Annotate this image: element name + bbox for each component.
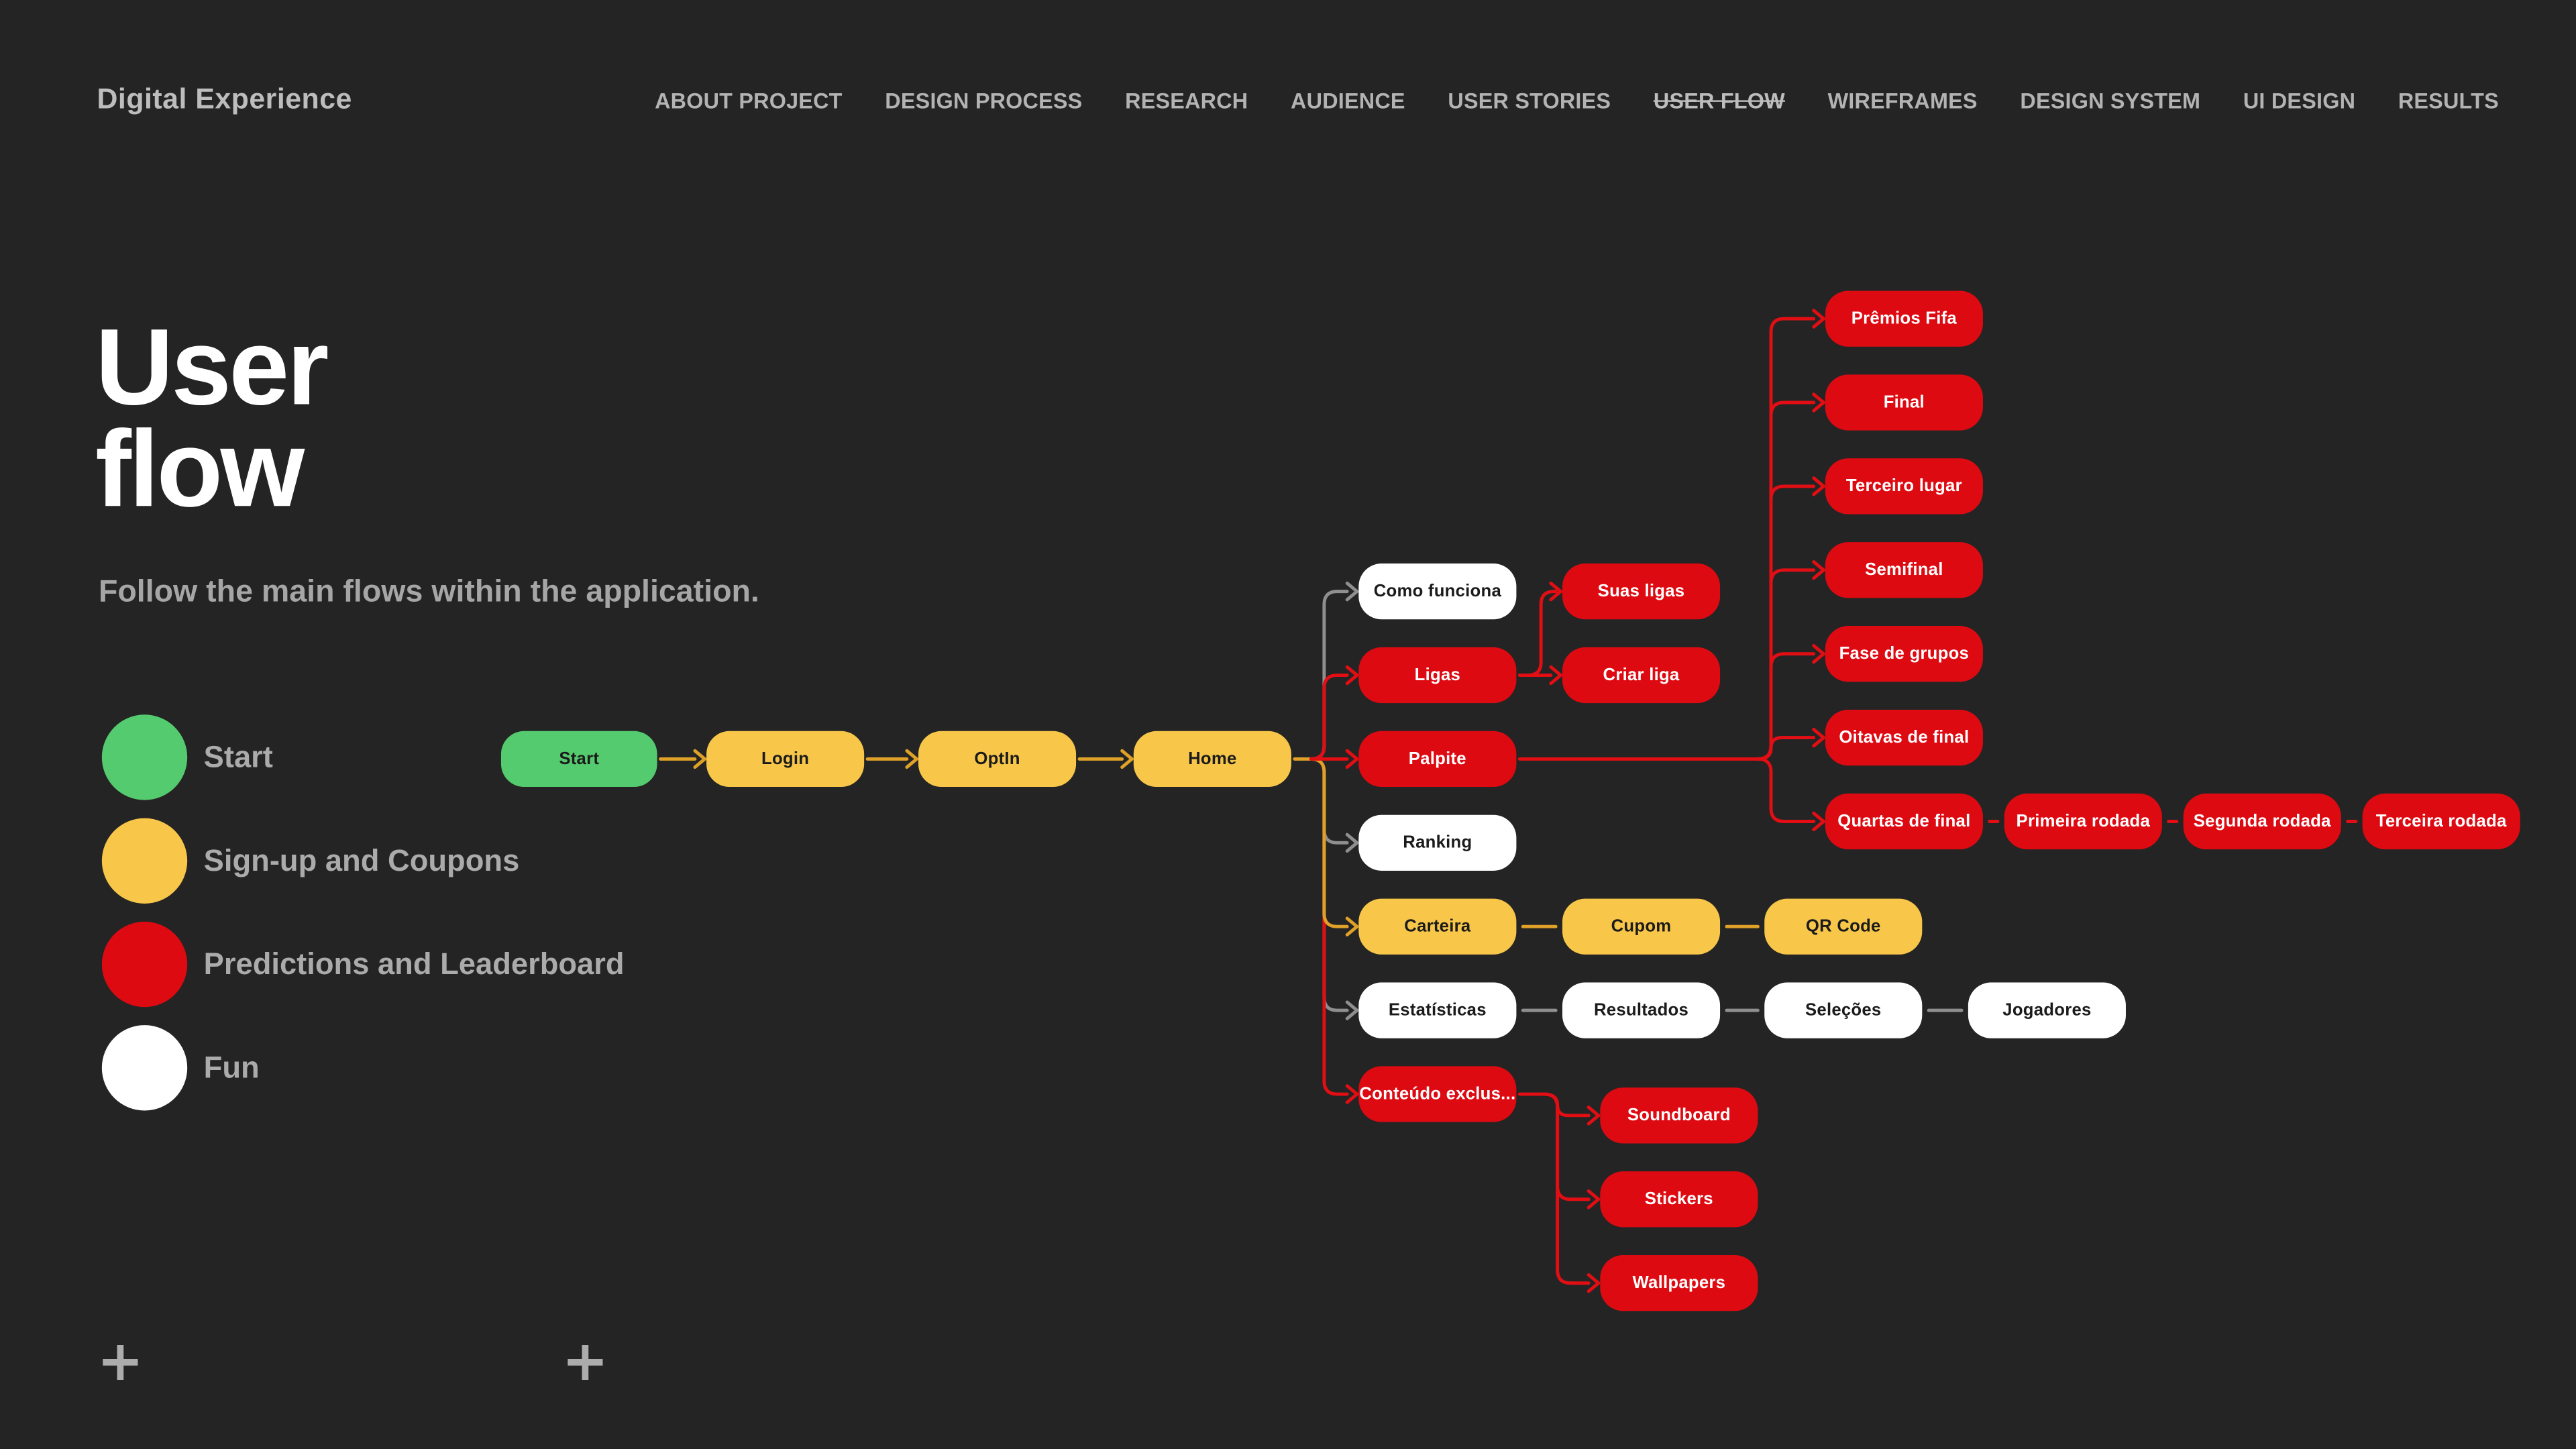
- flow-node-selecoes: Seleções: [1764, 982, 1923, 1038]
- flow-node-oitavas-de-final: Oitavas de final: [1825, 709, 1983, 766]
- flow-node-ligas: Ligas: [1358, 647, 1517, 704]
- flow-node-quartas-de-final: Quartas de final: [1825, 793, 1983, 850]
- connector: [1812, 560, 1825, 580]
- connector: [1309, 757, 1349, 845]
- connector: [1542, 1092, 1591, 1118]
- connector: [1756, 757, 1816, 823]
- connector: [1812, 309, 1825, 329]
- nav-item-design-process[interactable]: DESIGN PROCESS: [885, 89, 1083, 113]
- connector: [693, 749, 707, 769]
- connector: [1542, 1092, 1591, 1285]
- legend-item: Sign-up and Coupons: [101, 818, 520, 904]
- flow-node-qr-code: QR Code: [1764, 898, 1923, 955]
- flow-node-stickers: Stickers: [1600, 1171, 1758, 1228]
- nav-item-wireframes[interactable]: WIREFRAMES: [1827, 89, 1978, 113]
- flow-node-soundboard: Soundboard: [1600, 1087, 1758, 1144]
- connector: [1587, 1189, 1601, 1210]
- legend-label: Fun: [203, 1049, 260, 1085]
- page-title: User flow: [95, 305, 329, 529]
- legend-label: Predictions and Leaderboard: [203, 946, 625, 981]
- flow-node-suas-ligas: Suas ligas: [1562, 564, 1721, 620]
- connector: [1812, 644, 1825, 664]
- connector: [1812, 476, 1825, 496]
- legend-swatch-circle: [101, 1025, 188, 1111]
- page-subtitle: Follow the main flows within the applica…: [98, 575, 759, 610]
- flow-node-carteira: Carteira: [1358, 898, 1517, 955]
- flow-node-criar-liga: Criar liga: [1562, 647, 1721, 704]
- legend-swatch-circle: [101, 714, 188, 800]
- flow-node-optin: OptIn: [918, 731, 1077, 788]
- flow-node-premios-fifa: Prêmios Fifa: [1825, 290, 1983, 347]
- flow-node-cupom: Cupom: [1562, 898, 1721, 955]
- nav-item-design-system[interactable]: DESIGN SYSTEM: [2020, 89, 2201, 113]
- connector: [1526, 590, 1558, 677]
- legend-item: Predictions and Leaderboard: [101, 921, 625, 1008]
- legend-label: Sign-up and Coupons: [203, 843, 520, 877]
- main-nav: ABOUT PROJECT DESIGN PROCESS RESEARCH AUDIE…: [655, 89, 2499, 113]
- connector: [1345, 665, 1359, 686]
- flow-node-estatisticas: Estatísticas: [1358, 982, 1517, 1038]
- connector: [1120, 749, 1134, 769]
- connector: [1309, 674, 1349, 761]
- flow-node-terceira-rodada: Terceira rodada: [2362, 793, 2520, 850]
- flow-node-terceiro-lugar: Terceiro lugar: [1825, 458, 1983, 515]
- connector: [1345, 749, 1359, 769]
- connector: [1345, 833, 1359, 853]
- connector: [1542, 1092, 1591, 1201]
- connector: [1345, 1084, 1359, 1104]
- nav-item-results[interactable]: RESULTS: [2398, 89, 2499, 113]
- connector: [1756, 484, 1816, 761]
- connector: [905, 749, 918, 769]
- plus-decoration-left: +: [97, 1329, 144, 1395]
- connector: [1812, 392, 1825, 413]
- flow-node-start: Start: [500, 731, 657, 788]
- nav-item-user-stories[interactable]: USER STORIES: [1448, 89, 1611, 113]
- flow-node-wallpapers: Wallpapers: [1600, 1255, 1758, 1311]
- page-title-line-2: flow: [95, 407, 305, 529]
- nav-item-ui-design[interactable]: UI DESIGN: [2243, 89, 2356, 113]
- flow-node-jogadores: Jogadores: [1968, 982, 2126, 1038]
- flow-node-login: Login: [706, 731, 865, 788]
- nav-item-audience[interactable]: AUDIENCE: [1291, 89, 1405, 113]
- flow-node-fase-de-grupos: Fase de grupos: [1825, 626, 1983, 682]
- flow-node-home: Home: [1133, 731, 1291, 788]
- flow-node-segunda-rodada: Segunda rodada: [2183, 793, 2341, 850]
- page-title-line-1: User: [95, 305, 329, 427]
- flow-node-semifinal: Semifinal: [1825, 542, 1983, 598]
- connector: [1549, 581, 1562, 602]
- nav-item-about-project[interactable]: ABOUT PROJECT: [655, 89, 843, 113]
- flow-node-final: Final: [1825, 374, 1983, 431]
- brand-logo[interactable]: Digital Experience: [97, 82, 352, 115]
- connector: [1812, 811, 1825, 832]
- connector: [1549, 665, 1562, 686]
- connector: [1587, 1273, 1601, 1293]
- flow-node-conteudo-exclusivo: Conteúdo exclus...: [1358, 1066, 1517, 1122]
- flow-node-resultados: Resultados: [1562, 982, 1721, 1038]
- connector: [1345, 581, 1359, 602]
- connector: [1309, 757, 1349, 1012]
- connector: [1756, 652, 1816, 761]
- connector: [1756, 568, 1816, 761]
- legend-swatch-circle: [101, 818, 188, 904]
- connector: [1345, 916, 1359, 936]
- flow-node-primeira-rodada: Primeira rodada: [2004, 793, 2162, 850]
- legend-label: Start: [203, 739, 273, 774]
- flow-node-palpite: Palpite: [1358, 731, 1517, 788]
- legend-item: Fun: [101, 1025, 260, 1111]
- flow-node-ranking: Ranking: [1358, 814, 1517, 871]
- connector: [1756, 400, 1816, 761]
- plus-decoration-right: +: [561, 1329, 609, 1395]
- nav-item-research[interactable]: RESEARCH: [1125, 89, 1248, 113]
- connector: [1756, 736, 1816, 761]
- flow-node-como-funciona: Como funciona: [1358, 564, 1517, 620]
- connector: [1812, 727, 1825, 748]
- legend-swatch-circle: [101, 921, 188, 1008]
- connector: [1345, 1000, 1359, 1020]
- connector: [1587, 1106, 1601, 1126]
- nav-item-user-flow[interactable]: USER FLOW: [1653, 89, 1785, 113]
- connector: [1756, 317, 1816, 761]
- legend-item: Start: [101, 714, 273, 800]
